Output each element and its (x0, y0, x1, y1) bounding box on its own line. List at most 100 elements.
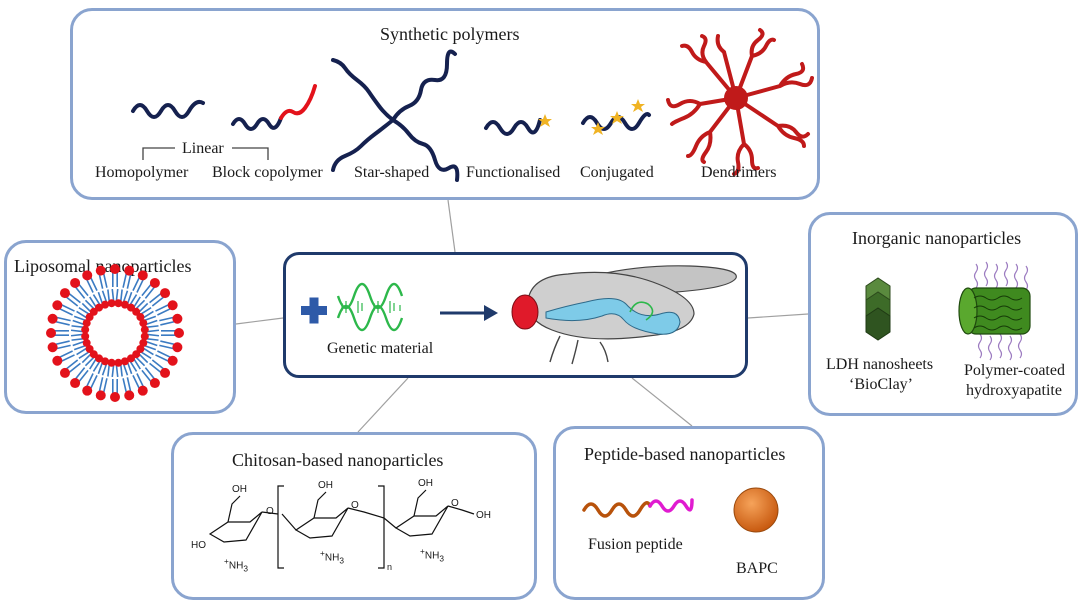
lipid-head (110, 264, 120, 274)
dna-helix-icon (336, 282, 404, 332)
functionalised-label: Functionalised (466, 164, 561, 181)
bapc-label: BAPC (736, 560, 778, 577)
lipid-head (167, 300, 178, 311)
conjugate-star-icon (631, 99, 645, 112)
lipid-head (136, 313, 145, 322)
ldh-label-line1: LDH nanosheets (826, 356, 934, 373)
lipid-head (59, 288, 70, 299)
lipid-head (139, 319, 148, 328)
lipid-head (47, 342, 58, 353)
lipid-head (82, 270, 93, 281)
lipid-head (140, 325, 149, 334)
chitosan-o-3: O (451, 498, 459, 509)
lipid-head (70, 277, 81, 288)
lipid-head (101, 300, 110, 309)
lipid-head (95, 265, 106, 276)
lipid-head (172, 313, 183, 324)
lipid-head (59, 367, 70, 378)
inorganic-title: Inorganic nanoparticles (852, 228, 1022, 248)
lipid-head (172, 342, 183, 353)
lipid-head (137, 385, 148, 396)
homopolymer-label: Homopolymer (95, 164, 189, 181)
chitosan-nh3-2: +NH3 (320, 548, 344, 566)
synthetic-polymers-title: Synthetic polymers (380, 24, 520, 44)
conjugated-label: Conjugated (580, 164, 654, 181)
lipid-head (85, 344, 94, 353)
lipid-head (107, 358, 116, 367)
chitosan-nh3-3: +NH3 (420, 546, 444, 564)
lipid-head (149, 378, 160, 389)
plus-icon (301, 297, 327, 324)
lipid-head (124, 390, 135, 401)
lipid-head (137, 270, 148, 281)
lipid-head (81, 325, 90, 334)
lipid-head (149, 277, 160, 288)
fly-eye (511, 294, 539, 330)
conjugate-star-icon (610, 111, 624, 124)
lipid-head (46, 328, 56, 338)
liposomal-title: Liposomal nanoparticles (14, 256, 192, 276)
lipid-head (126, 354, 135, 363)
chitosan-oh-1: OH (232, 484, 247, 495)
lipid-head (81, 332, 90, 341)
lipid-head (120, 300, 129, 309)
lipid-head (160, 288, 171, 299)
linear-bracket (142, 147, 269, 160)
lipid-head (124, 265, 135, 276)
lipid-head (167, 355, 178, 366)
fusion-peptide-magenta (648, 498, 694, 513)
lipid-head (95, 303, 104, 312)
chitosan-title: Chitosan-based nanoparticles (232, 450, 444, 470)
lipid-head (82, 385, 93, 396)
fusion-peptide-orange (582, 501, 652, 518)
chitosan-nh3-1: +NH3 (224, 556, 248, 574)
block-copolymer-navy (231, 116, 283, 131)
lipid-head (114, 299, 123, 308)
linear-label: Linear (182, 140, 224, 157)
chitosan-n: n (387, 562, 393, 572)
chitosan-o-2: O (351, 500, 359, 511)
lipid-head (47, 313, 58, 324)
hap-label-line2: hydroxyapatite (966, 382, 1062, 399)
fusion-peptide-label: Fusion peptide (588, 536, 683, 553)
chitosan-panel (171, 432, 537, 600)
chitosan-oh-4: OH (476, 510, 491, 521)
fly-gut (545, 298, 681, 335)
lipid-head (52, 355, 63, 366)
lipid-head (120, 357, 129, 366)
conjugate-star-icon (591, 122, 605, 135)
lipid-head (52, 300, 63, 311)
chitosan-o-1: O (266, 506, 274, 517)
lipid-head (160, 367, 171, 378)
ldh-nanosheets-icon (865, 277, 891, 341)
lipid-head (139, 338, 148, 347)
functionalised-chain (484, 118, 542, 136)
lipid-head (140, 332, 149, 341)
star-shaped-label: Star-shaped (354, 164, 430, 181)
lipid-head (110, 392, 120, 402)
ldh-label-line2: ‘BioClay’ (849, 376, 913, 393)
lipid-head (82, 338, 91, 347)
block-copolymer-red (279, 84, 317, 120)
genetic-material-label: Genetic material (327, 340, 434, 357)
lipid-head (101, 357, 110, 366)
chitosan-oh-3: OH (418, 478, 433, 489)
homopolymer-chain (131, 100, 205, 119)
block-copolymer-label: Block copolymer (212, 164, 323, 181)
lipid-head (107, 299, 116, 308)
bapc-sphere (733, 487, 779, 533)
polymer-coated-hydroxyapatite-icon (958, 261, 1031, 361)
dendrimer-core (724, 86, 748, 110)
chitosan-ho: HO (191, 540, 206, 551)
functional-star-icon (538, 114, 552, 127)
arrow-right-icon (440, 305, 498, 321)
hap-label-line1: Polymer-coated (964, 362, 1065, 379)
chitosan-oh-2: OH (318, 480, 333, 491)
peptide-title: Peptide-based nanoparticles (584, 444, 786, 464)
lipid-head (174, 328, 184, 338)
